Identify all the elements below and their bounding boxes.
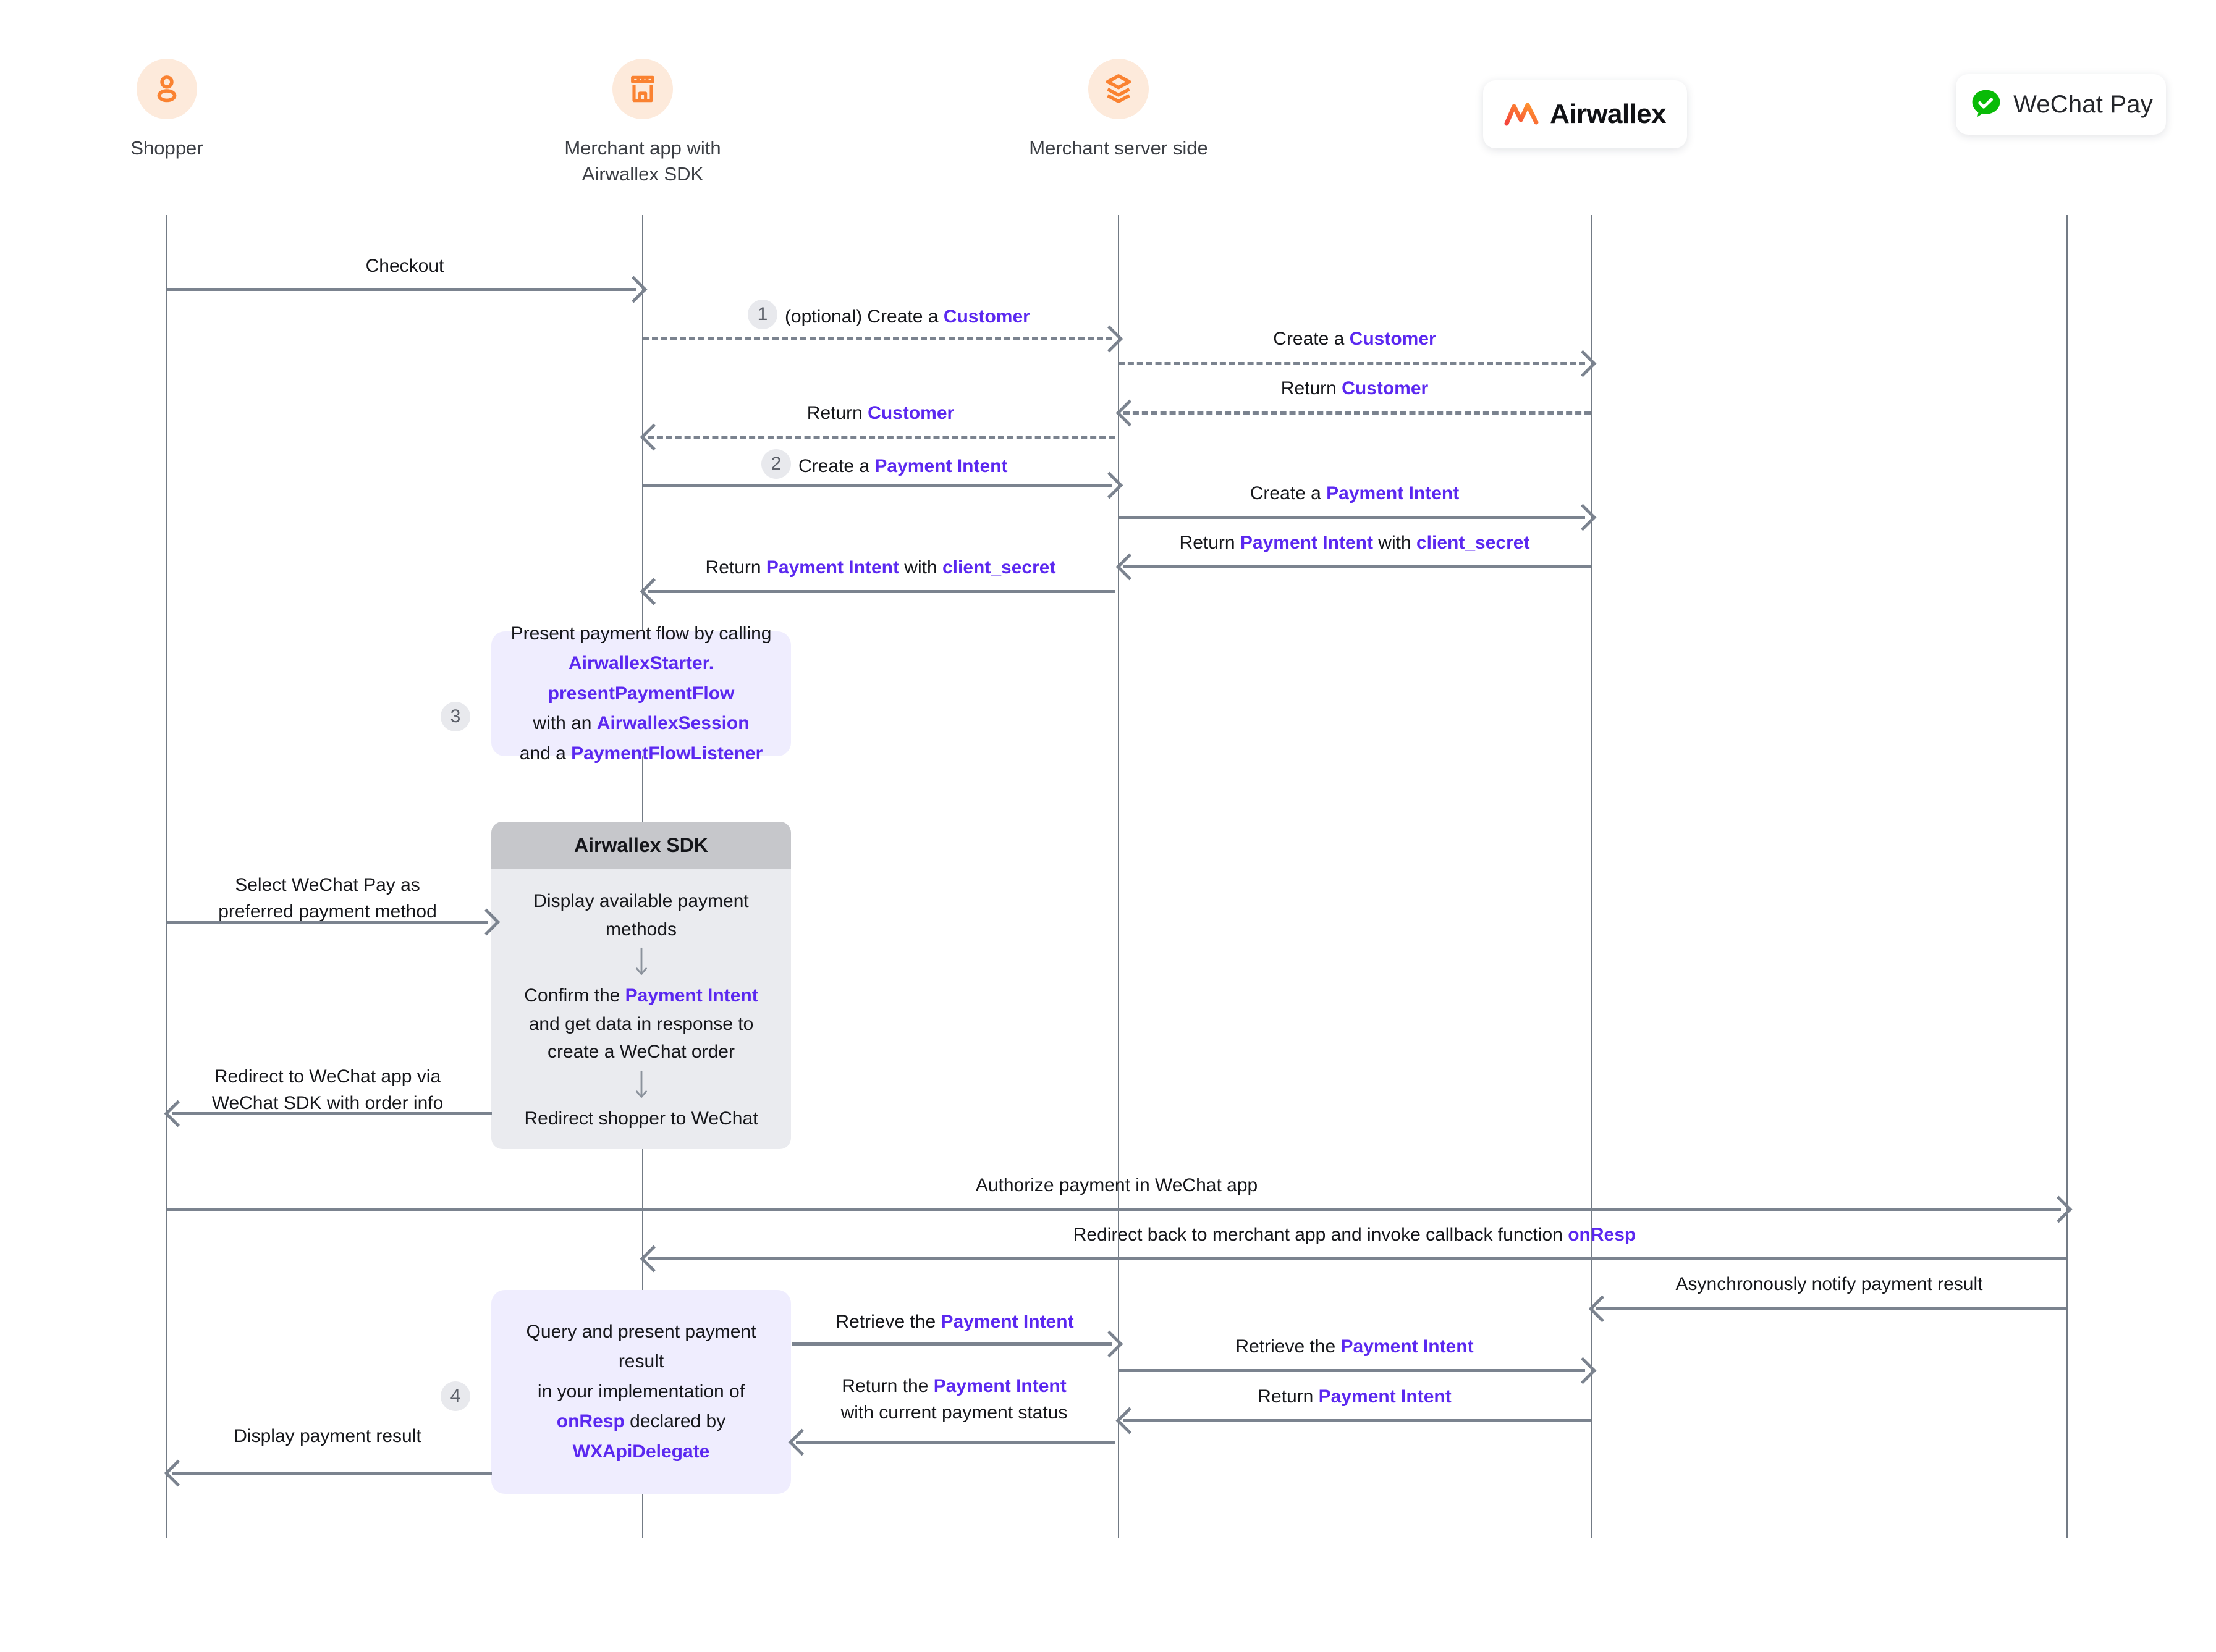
user-icon bbox=[137, 59, 197, 119]
message-retrieve-pi-2-label: Retrieve the Payment Intent bbox=[1235, 1336, 1474, 1357]
message-return-pi-2-label: Return Payment Intent bbox=[1258, 1386, 1452, 1407]
message-return-pi-secret-2-label: Return Payment Intent with client_secret bbox=[1179, 533, 1530, 553]
arrowhead-left bbox=[640, 578, 667, 605]
arrowhead-right bbox=[1569, 1357, 1597, 1384]
sdk-step-confirm-intent: Confirm the Payment Intent and get data … bbox=[524, 985, 758, 1063]
actor-airwallex: Airwallex bbox=[1483, 80, 1687, 148]
message-create-customer-2-label: Create a Customer bbox=[1273, 329, 1436, 349]
arrowhead-left bbox=[1115, 553, 1143, 581]
note-line: Present payment flow by calling bbox=[510, 623, 772, 644]
step-badge-3: 3 bbox=[441, 702, 470, 731]
arrowhead-left bbox=[640, 1245, 667, 1273]
message-retrieve-pi-1-label: Retrieve the Payment Intent bbox=[835, 1312, 1074, 1332]
lifeline-shopper bbox=[166, 215, 167, 1538]
message-display-result-arrow bbox=[172, 1472, 492, 1475]
message-authorize-payment-label: Authorize payment in WeChat app bbox=[975, 1175, 1258, 1195]
message-create-pi-1-label: Create a Payment Intent bbox=[798, 456, 1008, 476]
message-return-pi-secret-2-arrow bbox=[1123, 565, 1591, 568]
message-checkout-arrow bbox=[167, 288, 636, 291]
step-badge-4: 4 bbox=[441, 1381, 470, 1411]
actor-shopper: Shopper bbox=[37, 59, 297, 161]
actor-label: WeChat Pay bbox=[2013, 90, 2153, 118]
note-line: and a PaymentFlowListener bbox=[519, 743, 763, 764]
message-retrieve-pi-2-arrow bbox=[1119, 1369, 1585, 1372]
note-line: WXApiDelegate bbox=[572, 1441, 710, 1462]
message-create-customer-1-label: (optional) Create a Customer bbox=[785, 306, 1030, 327]
message-return-pi-status-arrow bbox=[796, 1441, 1115, 1444]
message-return-customer-2-arrow bbox=[1123, 411, 1591, 415]
message-retrieve-pi-1-arrow bbox=[792, 1342, 1112, 1346]
arrowhead-right bbox=[1569, 504, 1597, 531]
message-redirect-back-label: Redirect back to merchant app and invoke… bbox=[1073, 1224, 1636, 1245]
lifeline-wechat bbox=[2066, 215, 2068, 1538]
arrowhead-left bbox=[1115, 1407, 1143, 1435]
message-return-pi-secret-1-label: Return Payment Intent with client_secret bbox=[705, 557, 1056, 578]
message-create-pi-2-arrow bbox=[1119, 516, 1585, 519]
actor-label: Airwallex bbox=[1550, 99, 1666, 129]
message-create-pi-1-arrow bbox=[643, 484, 1112, 487]
message-select-wechat-arrow bbox=[167, 921, 488, 924]
note-airwallex-sdk: Airwallex SDK Display available payment … bbox=[491, 822, 791, 1149]
message-async-notify-arrow bbox=[1596, 1307, 2066, 1310]
sdk-step-display-methods: Display available payment methods bbox=[533, 891, 749, 940]
message-return-customer-2-label: Return Customer bbox=[1280, 378, 1429, 398]
wechat-pay-logo-mark bbox=[1969, 87, 2003, 122]
note-line: onResp declared by bbox=[556, 1411, 726, 1432]
arrowhead-right bbox=[2045, 1195, 2073, 1223]
message-redirect-back-arrow bbox=[648, 1257, 2066, 1260]
sdk-box-title: Airwallex SDK bbox=[491, 822, 791, 869]
actor-merchant-server: Merchant server side bbox=[989, 59, 1248, 161]
arrowhead-left bbox=[1115, 399, 1143, 427]
message-redirect-wechat-app-arrow bbox=[172, 1112, 492, 1115]
arrowhead-left bbox=[1588, 1295, 1616, 1323]
actor-wechat-pay: WeChat Pay bbox=[1956, 74, 2166, 135]
note-line: AirwallexStarter. bbox=[568, 653, 714, 674]
message-return-pi-2-arrow bbox=[1123, 1419, 1591, 1422]
message-create-pi-2-label: Create a Payment Intent bbox=[1250, 483, 1460, 504]
arrowhead-left bbox=[788, 1428, 816, 1456]
sdk-step-redirect-wechat: Redirect shopper to WeChat bbox=[524, 1108, 758, 1129]
arrowhead-left bbox=[640, 423, 667, 451]
note-line: in your implementation of bbox=[537, 1381, 745, 1402]
step-badge-2: 2 bbox=[761, 449, 791, 479]
arrowhead-left bbox=[164, 1459, 192, 1487]
message-create-customer-1-arrow bbox=[643, 337, 1112, 340]
airwallex-logo-mark bbox=[1504, 100, 1541, 129]
layers-icon bbox=[1088, 59, 1149, 119]
note-present-payment-flow: Present payment flow by calling Airwalle… bbox=[491, 623, 791, 764]
lifeline-airwallex bbox=[1591, 215, 1592, 1538]
note-line: with an AirwallexSession bbox=[533, 713, 750, 734]
message-return-pi-status-label: Return the Payment Intent with current p… bbox=[840, 1376, 1068, 1423]
actor-label: Merchant server side bbox=[1029, 137, 1208, 159]
message-return-pi-secret-1-arrow bbox=[648, 590, 1115, 593]
note-line: presentPaymentFlow bbox=[548, 683, 735, 704]
down-arrow-icon bbox=[633, 943, 649, 982]
message-async-notify-label: Asynchronously notify payment result bbox=[1675, 1274, 1983, 1294]
message-return-customer-1-label: Return Customer bbox=[806, 403, 955, 423]
message-checkout-label: Checkout bbox=[365, 256, 444, 276]
store-icon bbox=[612, 59, 673, 119]
note-query-payment-result: Query and present payment result in your… bbox=[491, 1290, 791, 1494]
message-authorize-payment-arrow bbox=[167, 1208, 2061, 1211]
message-create-customer-2-arrow bbox=[1119, 362, 1585, 365]
arrowhead-right bbox=[1569, 350, 1597, 377]
step-badge-1: 1 bbox=[748, 300, 777, 329]
down-arrow-icon bbox=[633, 1066, 649, 1105]
note-line: Query and present payment result bbox=[526, 1321, 756, 1372]
message-return-customer-1-arrow bbox=[648, 436, 1115, 439]
actor-label: Shopper bbox=[130, 137, 203, 159]
lifeline-merchant-server bbox=[1118, 215, 1119, 1538]
message-display-result-label: Display payment result bbox=[234, 1426, 421, 1446]
